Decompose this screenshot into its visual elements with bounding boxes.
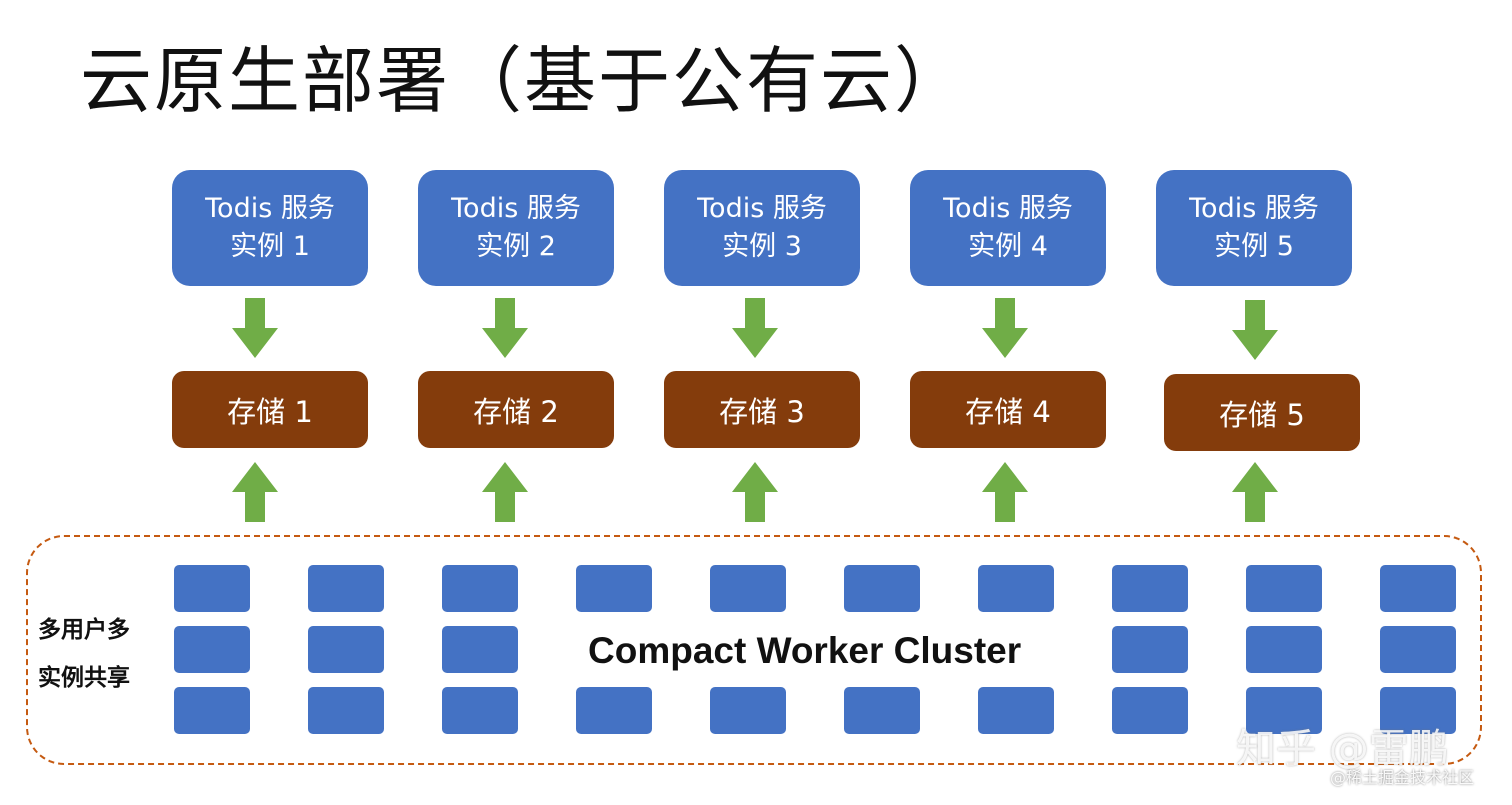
worker-node — [442, 565, 518, 612]
storage-label: 存储 1 — [227, 394, 313, 429]
juejin-watermark: @稀土掘金技术社区 — [1330, 768, 1475, 787]
arrow-up-icon — [232, 462, 278, 522]
worker-node — [1246, 626, 1322, 673]
storage-label: 存储 5 — [1219, 397, 1305, 432]
service-label: Todis 服务 — [697, 193, 827, 224]
worker-node — [442, 687, 518, 734]
storage-label: 存储 3 — [719, 394, 805, 429]
worker-node — [576, 565, 652, 612]
arrow-up-icon — [982, 462, 1028, 522]
service-label: Todis 服务 — [1189, 193, 1319, 224]
service-instance-label: 实例 5 — [1214, 231, 1294, 262]
worker-node — [844, 687, 920, 734]
service-instance-2: Todis 服务 实例 2 — [418, 170, 614, 286]
service-instance-label: 实例 2 — [476, 231, 556, 262]
worker-node — [1112, 626, 1188, 673]
arrow-down-icon — [1232, 300, 1278, 360]
arrow-down-icon — [482, 298, 528, 358]
worker-node — [174, 626, 250, 673]
worker-node — [710, 565, 786, 612]
service-label: Todis 服务 — [943, 193, 1073, 224]
cluster-side-label-line1: 多用户多 — [38, 617, 130, 643]
worker-node — [1380, 565, 1456, 612]
cluster-side-label-line2: 实例共享 — [38, 665, 130, 691]
service-instance-5: Todis 服务 实例 5 — [1156, 170, 1352, 286]
storage-box-2: 存储 2 — [418, 371, 614, 448]
arrow-up-icon — [732, 462, 778, 522]
storage-label: 存储 4 — [965, 394, 1051, 429]
worker-node — [1112, 565, 1188, 612]
worker-node — [1246, 565, 1322, 612]
worker-node — [1246, 687, 1322, 734]
worker-node — [308, 687, 384, 734]
storage-box-1: 存储 1 — [172, 371, 368, 448]
worker-node — [978, 565, 1054, 612]
storage-box-5: 存储 5 — [1164, 374, 1360, 451]
cluster-title: Compact Worker Cluster — [588, 630, 1022, 671]
worker-node — [308, 626, 384, 673]
zhihu-watermark: 知乎 @雷鹏 — [1236, 726, 1449, 772]
storage-box-3: 存储 3 — [664, 371, 860, 448]
storage-box-4: 存储 4 — [910, 371, 1106, 448]
worker-node — [1380, 626, 1456, 673]
service-instance-4: Todis 服务 实例 4 — [910, 170, 1106, 286]
service-instance-label: 实例 4 — [968, 231, 1048, 262]
arrow-up-icon — [1232, 462, 1278, 522]
arrow-down-icon — [982, 298, 1028, 358]
worker-node — [844, 565, 920, 612]
service-label: Todis 服务 — [451, 193, 581, 224]
worker-node — [174, 687, 250, 734]
service-instance-1: Todis 服务 实例 1 — [172, 170, 368, 286]
service-instance-label: 实例 3 — [722, 231, 802, 262]
worker-node — [308, 565, 384, 612]
worker-node — [174, 565, 250, 612]
storage-label: 存储 2 — [473, 394, 559, 429]
worker-node — [576, 687, 652, 734]
worker-cluster-boundary — [26, 535, 1482, 765]
service-instance-label: 实例 1 — [230, 231, 310, 262]
worker-node — [1380, 687, 1456, 734]
arrow-down-icon — [732, 298, 778, 358]
page-title: 云原生部署（基于公有云） — [80, 39, 969, 123]
worker-node — [442, 626, 518, 673]
service-instance-3: Todis 服务 实例 3 — [664, 170, 860, 286]
arrow-down-icon — [232, 298, 278, 358]
service-label: Todis 服务 — [205, 193, 335, 224]
worker-node — [1112, 687, 1188, 734]
arrow-up-icon — [482, 462, 528, 522]
worker-node — [710, 687, 786, 734]
worker-node — [978, 687, 1054, 734]
